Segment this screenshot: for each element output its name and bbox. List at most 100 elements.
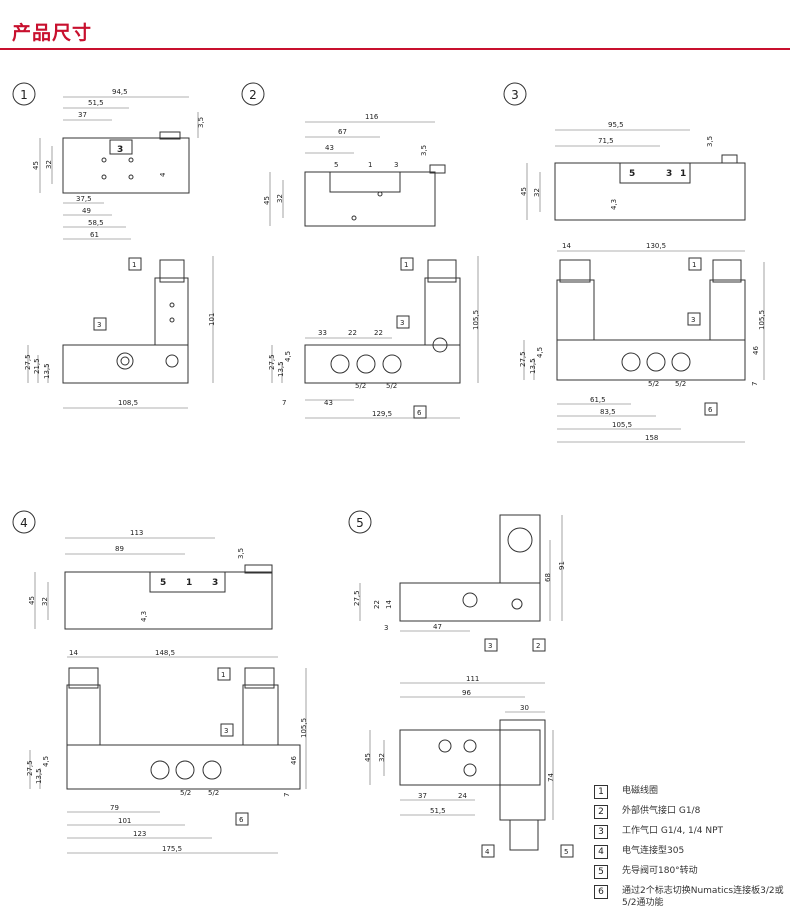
header-divider	[0, 48, 790, 50]
svg-text:2: 2	[536, 642, 540, 650]
svg-text:13,5: 13,5	[277, 361, 285, 377]
solenoid-coil	[159, 259, 185, 283]
svg-text:13,5: 13,5	[43, 363, 51, 379]
svg-text:3: 3	[666, 169, 672, 179]
svg-text:27,5: 27,5	[268, 354, 276, 370]
svg-text:3: 3	[224, 727, 228, 735]
svg-text:37,5: 37,5	[76, 195, 92, 203]
solenoid-coil	[427, 259, 457, 283]
svg-text:5: 5	[629, 169, 635, 179]
svg-text:3: 3	[97, 321, 101, 329]
svg-text:27,5: 27,5	[353, 590, 361, 606]
svg-text:116: 116	[365, 113, 379, 121]
svg-text:3: 3	[511, 88, 519, 102]
svg-text:68: 68	[544, 573, 552, 582]
svg-text:61: 61	[90, 231, 99, 239]
diagram-1: 1 3 94,5 51,5 37 3,5 45 32 4 37,5 49 58,…	[12, 82, 216, 409]
svg-text:3,5: 3,5	[237, 548, 245, 559]
svg-text:5: 5	[334, 161, 338, 169]
svg-text:32: 32	[533, 188, 541, 197]
callout-3	[93, 317, 107, 331]
svg-text:105,5: 105,5	[612, 421, 632, 429]
svg-text:175,5: 175,5	[162, 845, 182, 853]
svg-text:13,5: 13,5	[35, 768, 43, 784]
svg-text:3: 3	[384, 624, 388, 632]
diagram-2: 2 5 1 3 116 67 43 3,5 45 32 33 22 22 105…	[241, 82, 480, 419]
svg-text:33: 33	[318, 329, 327, 337]
svg-text:51,5: 51,5	[88, 99, 104, 107]
svg-text:7: 7	[283, 793, 291, 797]
svg-text:32: 32	[378, 753, 386, 762]
svg-text:32: 32	[45, 160, 53, 169]
svg-text:91: 91	[558, 561, 566, 570]
svg-text:43: 43	[325, 144, 334, 152]
svg-text:113: 113	[130, 529, 143, 537]
svg-text:47: 47	[433, 623, 442, 631]
svg-text:27,5: 27,5	[26, 760, 34, 776]
svg-text:4,5: 4,5	[42, 756, 50, 767]
svg-text:14: 14	[385, 600, 393, 609]
valve-body-top	[62, 137, 190, 194]
svg-text:148,5: 148,5	[155, 649, 175, 657]
svg-text:7: 7	[751, 382, 759, 386]
svg-text:13,5: 13,5	[529, 358, 537, 374]
svg-text:4,5: 4,5	[536, 347, 544, 358]
svg-text:95,5: 95,5	[608, 121, 624, 129]
valve-body-front	[304, 344, 461, 384]
svg-text:5: 5	[160, 578, 166, 588]
diagram-3: 3 5 3 1 95,5 71,5 3,5 45 32 4,3 14 130,5…	[503, 82, 766, 443]
svg-text:1: 1	[368, 161, 372, 169]
svg-text:74: 74	[547, 773, 555, 782]
svg-text:45: 45	[364, 753, 372, 762]
svg-text:4: 4	[159, 172, 167, 177]
svg-text:46: 46	[290, 756, 298, 765]
svg-text:5/2: 5/2	[675, 380, 686, 388]
svg-text:5/2: 5/2	[180, 789, 191, 797]
svg-text:27,5: 27,5	[24, 354, 32, 370]
svg-text:101: 101	[118, 817, 131, 825]
svg-text:24: 24	[458, 792, 467, 800]
svg-text:1: 1	[221, 671, 225, 679]
svg-text:3: 3	[212, 578, 218, 588]
svg-text:105,5: 105,5	[300, 718, 308, 738]
svg-text:3,5: 3,5	[420, 145, 428, 156]
svg-text:105,5: 105,5	[472, 310, 480, 330]
svg-text:49: 49	[82, 207, 91, 215]
svg-text:3: 3	[691, 316, 695, 324]
callout-1	[128, 257, 142, 271]
svg-text:4: 4	[20, 516, 28, 530]
svg-text:4,3: 4,3	[140, 611, 148, 622]
svg-text:67: 67	[338, 128, 347, 136]
svg-text:22: 22	[373, 600, 381, 609]
svg-text:1: 1	[404, 261, 408, 269]
svg-text:3: 3	[400, 319, 404, 327]
svg-text:129,5: 129,5	[372, 410, 392, 418]
svg-text:21,5: 21,5	[33, 358, 41, 374]
diagram-5: 5 91 68 27,5 22 14 3 47 3 2 111 96 30 45…	[348, 510, 574, 858]
svg-text:2: 2	[249, 88, 257, 102]
svg-text:3: 3	[394, 161, 398, 169]
svg-text:4,3: 4,3	[610, 199, 618, 210]
svg-text:37: 37	[78, 111, 87, 119]
svg-text:158: 158	[645, 434, 658, 442]
svg-text:58,5: 58,5	[88, 219, 104, 227]
svg-text:101: 101	[208, 313, 216, 326]
svg-text:4,5: 4,5	[284, 351, 292, 362]
diagram-4: 4 5 1 3 113 89 3,5 45 32 4,3 14 148,5 10…	[12, 510, 308, 854]
svg-text:22: 22	[348, 329, 357, 337]
svg-text:123: 123	[133, 830, 146, 838]
svg-text:5: 5	[356, 516, 364, 530]
svg-text:3: 3	[117, 145, 123, 155]
svg-text:3: 3	[488, 642, 492, 650]
svg-text:3,5: 3,5	[706, 136, 714, 147]
svg-text:1: 1	[680, 169, 686, 179]
page-title: 产品尺寸	[12, 22, 93, 44]
svg-text:14: 14	[562, 242, 571, 250]
svg-text:43: 43	[324, 399, 333, 407]
svg-text:32: 32	[41, 597, 49, 606]
